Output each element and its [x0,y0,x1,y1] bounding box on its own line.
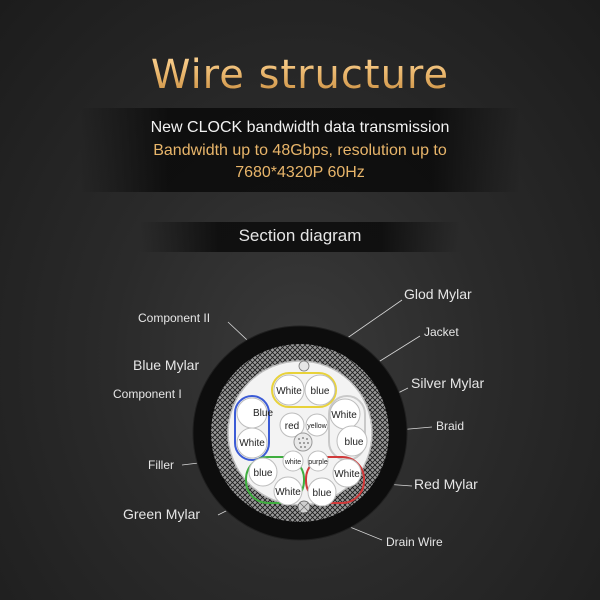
subtitle-band [80,108,520,192]
center-conductors: red yellow white purple [279,412,329,472]
label-component-ii: Component II [138,311,210,325]
label-silver-mylar: Silver Mylar [411,375,484,391]
subtitle-line-1: New CLOCK bandwidth data transmission [150,119,450,136]
label-green-mylar: Green Mylar [123,506,200,522]
pair-bottom-right-top-label: White [334,469,360,480]
pair-right-top-label: White [331,410,357,421]
pair-bottom-left-bottom-label: White [275,487,301,498]
label-blue-mylar: Blue Mylar [133,357,199,373]
label-glod-mylar: Glod Mylar [404,286,472,302]
pair-top-left-label: White [276,386,302,397]
pair-bottom-right-red: White blue [305,456,365,507]
center-white-label: white [284,459,301,466]
section-label: Section diagram [238,226,362,245]
page-title: Wire structure [0,52,600,98]
center-purple-label: purple [308,459,328,466]
pair-left-top-label: Blue [253,408,273,419]
pair-top-right-label: blue [311,386,330,397]
label-jacket: Jacket [424,325,459,339]
pair-top-gold: White blue [271,372,337,408]
label-component-i: Component I [113,387,182,401]
pair-left-bottom-label: White [239,438,265,449]
subtitle-line-2: Bandwidth up to 48Gbps, resolution up to [153,142,447,159]
label-braid: Braid [436,419,464,433]
pair-left-blue: Blue White [234,395,273,461]
center-red-label: red [285,421,299,432]
pair-bottom-left-green: blue White [245,456,305,506]
drain-wire [297,360,311,514]
section-band [140,222,460,252]
subtitle-line-3: 7680*4320P 60Hz [235,164,365,181]
pair-bottom-right-bottom-label: blue [313,488,332,499]
pair-right-bottom-label: blue [345,437,364,448]
pair-bottom-left-top-label: blue [254,468,273,479]
label-filler: Filler [148,458,174,472]
label-drain-wire: Drain Wire [386,535,443,549]
label-red-mylar: Red Mylar [414,476,478,492]
center-yellow-label: yellow [307,423,327,430]
